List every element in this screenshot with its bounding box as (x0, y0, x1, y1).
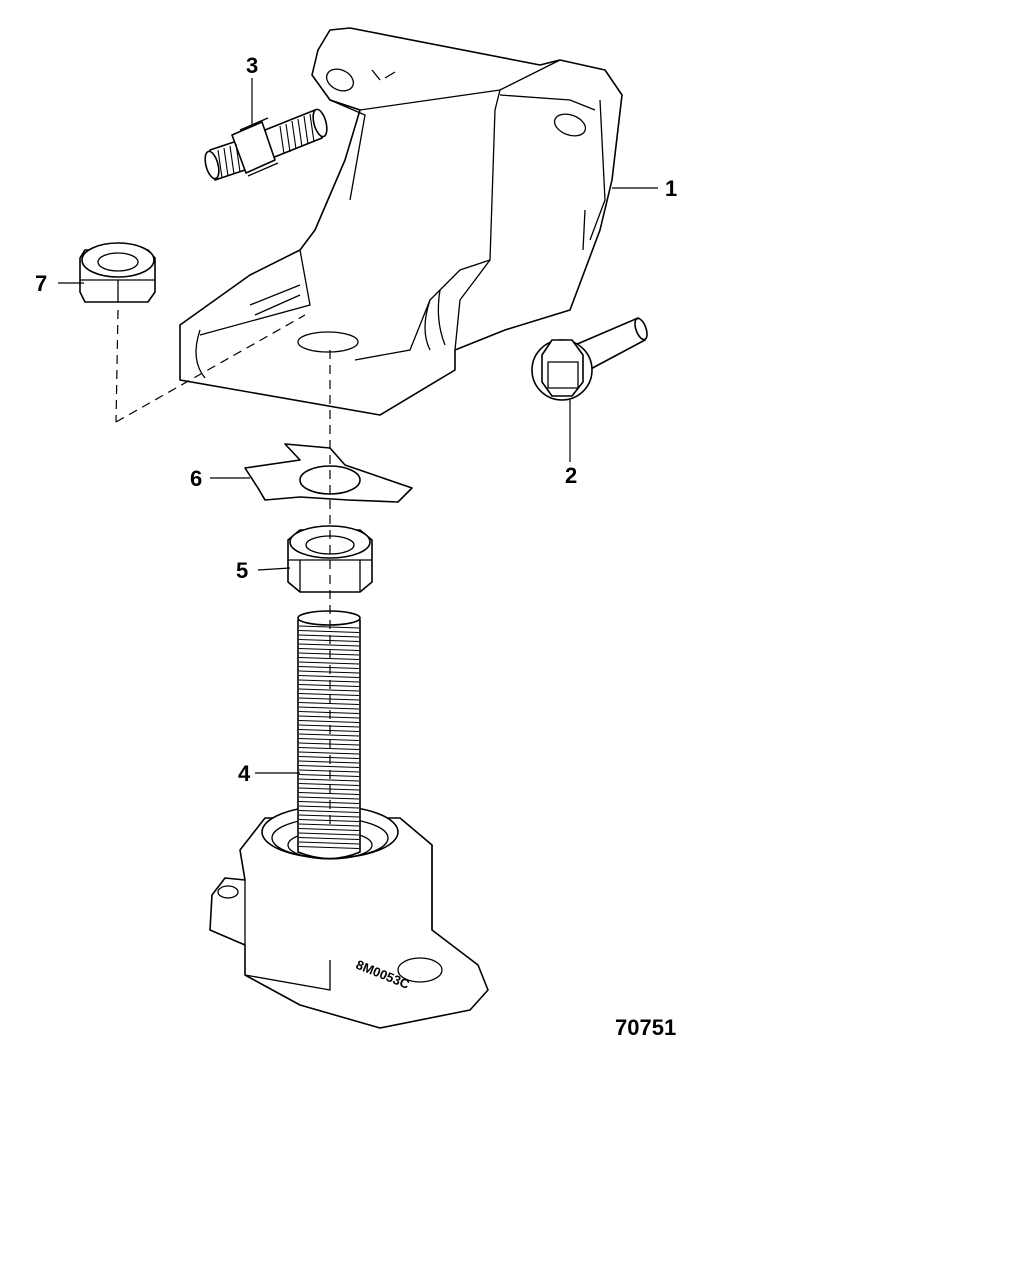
thread-line (298, 791, 360, 796)
callout-1: 1 (665, 176, 677, 201)
thread-line (298, 760, 360, 764)
assembly-lines (115, 309, 331, 830)
engine-mount-with-stud: 8M0053C (209, 610, 489, 1029)
thread-line (298, 818, 360, 823)
thread-line (298, 679, 360, 683)
thread-line (298, 845, 360, 850)
thread-line (298, 733, 360, 737)
thread-line (298, 742, 360, 746)
thread-line (298, 728, 360, 733)
thread-line (298, 787, 360, 791)
assembly-line-diagonal (115, 314, 306, 423)
thread-line (298, 706, 360, 710)
thread-line (298, 719, 360, 724)
thread-line (298, 832, 360, 836)
thread-line (298, 661, 360, 665)
thread-line (298, 769, 360, 773)
thread-line (298, 692, 360, 697)
thread-line (298, 670, 360, 674)
thread-line (298, 764, 360, 769)
tab-washer (244, 443, 413, 503)
thread-line (298, 647, 360, 652)
thread-line (298, 701, 360, 706)
callout-2: 2 (565, 463, 577, 488)
thread-line (298, 796, 360, 800)
thread-line (298, 800, 360, 805)
thread-line (298, 809, 360, 814)
thread-line (298, 688, 360, 692)
locknut (79, 242, 156, 303)
thread-line (298, 629, 360, 634)
thread-line (298, 625, 360, 629)
thread-line (298, 805, 360, 809)
thread-line (298, 724, 360, 728)
thread-line (298, 674, 360, 679)
leader-5 (257, 567, 291, 571)
thread-line (298, 827, 360, 832)
callout-5: 5 (236, 558, 248, 583)
thread-line (298, 683, 360, 688)
flange-bolt (531, 317, 648, 401)
thread-line (298, 751, 360, 755)
stud (204, 108, 328, 181)
thread-line (298, 715, 360, 719)
thread-line (298, 823, 360, 827)
thread-line (298, 836, 360, 841)
callout-4: 4 (238, 761, 251, 786)
thread-line (298, 638, 360, 643)
thread-line (298, 755, 360, 760)
mount-bracket (179, 27, 623, 416)
thread-line (298, 773, 360, 778)
figure-number: 70751 (615, 1015, 676, 1040)
leader-lines (58, 78, 658, 774)
thread-line (298, 643, 360, 647)
callout-7: 7 (35, 271, 47, 296)
thread-line (298, 814, 360, 818)
thread-line (298, 710, 360, 715)
thread-line (298, 737, 360, 742)
thread-line (298, 665, 360, 670)
thread-line (298, 652, 360, 656)
callout-6: 6 (190, 466, 202, 491)
thread-line (298, 656, 360, 661)
callout-3: 3 (246, 53, 258, 78)
thread-line (298, 782, 360, 787)
thread-line (298, 841, 360, 845)
thread-line (298, 778, 360, 782)
thread-line (298, 746, 360, 751)
assembly-line-locknut (115, 309, 119, 423)
thread-line (298, 697, 360, 701)
thread-line (298, 634, 360, 638)
